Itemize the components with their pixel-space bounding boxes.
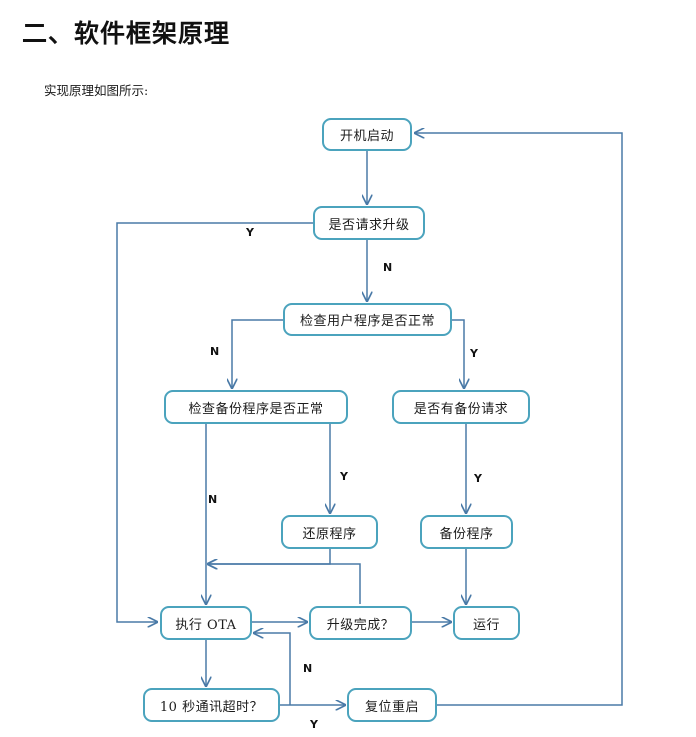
node-upgrade-complete-label: 升级完成？ xyxy=(326,617,395,633)
node-has-backup-request[interactable]: 是否有备份请求 xyxy=(392,390,530,424)
node-check-backup-program-label: 检查备份程序是否正常 xyxy=(188,401,324,417)
node-comm-timeout-label: 10 秒通讯超时？ xyxy=(159,699,264,715)
edge-reset-restart-to-boot xyxy=(415,133,623,706)
node-request-upgrade[interactable]: 是否请求升级 xyxy=(313,206,425,240)
node-boot-label: 开机启动 xyxy=(339,129,394,144)
edge-req-upgrade-yes-to-do-ota xyxy=(116,222,313,622)
edge-label-yes-has-backup-request: Y xyxy=(474,472,482,485)
edge-label-yes-check-user-program: Y xyxy=(470,347,478,360)
edge-label-no-upgrade-complete: N xyxy=(303,662,313,675)
edge-timeout-no-to-do-ota xyxy=(254,633,291,705)
edge-label-no-check-user-program: N xyxy=(210,345,220,358)
node-comm-timeout[interactable]: 10 秒通讯超时？ xyxy=(143,688,280,722)
node-check-user-program[interactable]: 检查用户程序是否正常 xyxy=(283,303,452,336)
edge-label-no-check-backup-program: N xyxy=(208,493,218,506)
node-check-user-program-label: 检查用户程序是否正常 xyxy=(299,314,435,329)
edge-label-yes-comm-timeout: Y xyxy=(310,718,318,731)
node-has-backup-request-label: 是否有备份请求 xyxy=(413,401,509,417)
node-upgrade-complete[interactable]: 升级完成？ xyxy=(309,606,412,640)
node-execute-ota[interactable]: 执行 OTA xyxy=(160,606,252,640)
node-restore-program-label: 还原程序 xyxy=(302,526,357,542)
page-subtext: 实现原理如图所示: xyxy=(44,83,149,98)
edge-label-yes-request-upgrade: Y xyxy=(246,226,254,239)
node-execute-ota-label: 执行 OTA xyxy=(175,617,237,633)
node-boot[interactable]: 开机启动 xyxy=(322,118,412,151)
edge-label-no-request-upgrade: N xyxy=(383,261,393,274)
node-run-label: 运行 xyxy=(472,617,500,633)
node-check-backup-program[interactable]: 检查备份程序是否正常 xyxy=(164,390,348,424)
edge-upgrade-done-to-do-ota-column xyxy=(208,564,361,604)
node-run[interactable]: 运行 xyxy=(453,606,520,640)
node-restore-program[interactable]: 还原程序 xyxy=(281,515,378,549)
node-backup-program-label: 备份程序 xyxy=(439,526,494,542)
node-request-upgrade-label: 是否请求升级 xyxy=(328,217,410,233)
node-reset-restart[interactable]: 复位重启 xyxy=(347,688,437,722)
node-reset-restart-label: 复位重启 xyxy=(364,699,419,715)
edge-restore-to-do-ota-column xyxy=(208,549,331,564)
edge-label-yes-check-backup-program: Y xyxy=(340,470,348,483)
edge-check-user-yes-to-has-backup-req xyxy=(452,319,464,388)
edge-check-user-no-to-check-backup xyxy=(232,319,283,388)
page-title: 二、软件框架原理 xyxy=(22,19,231,48)
node-backup-program[interactable]: 备份程序 xyxy=(420,515,513,549)
